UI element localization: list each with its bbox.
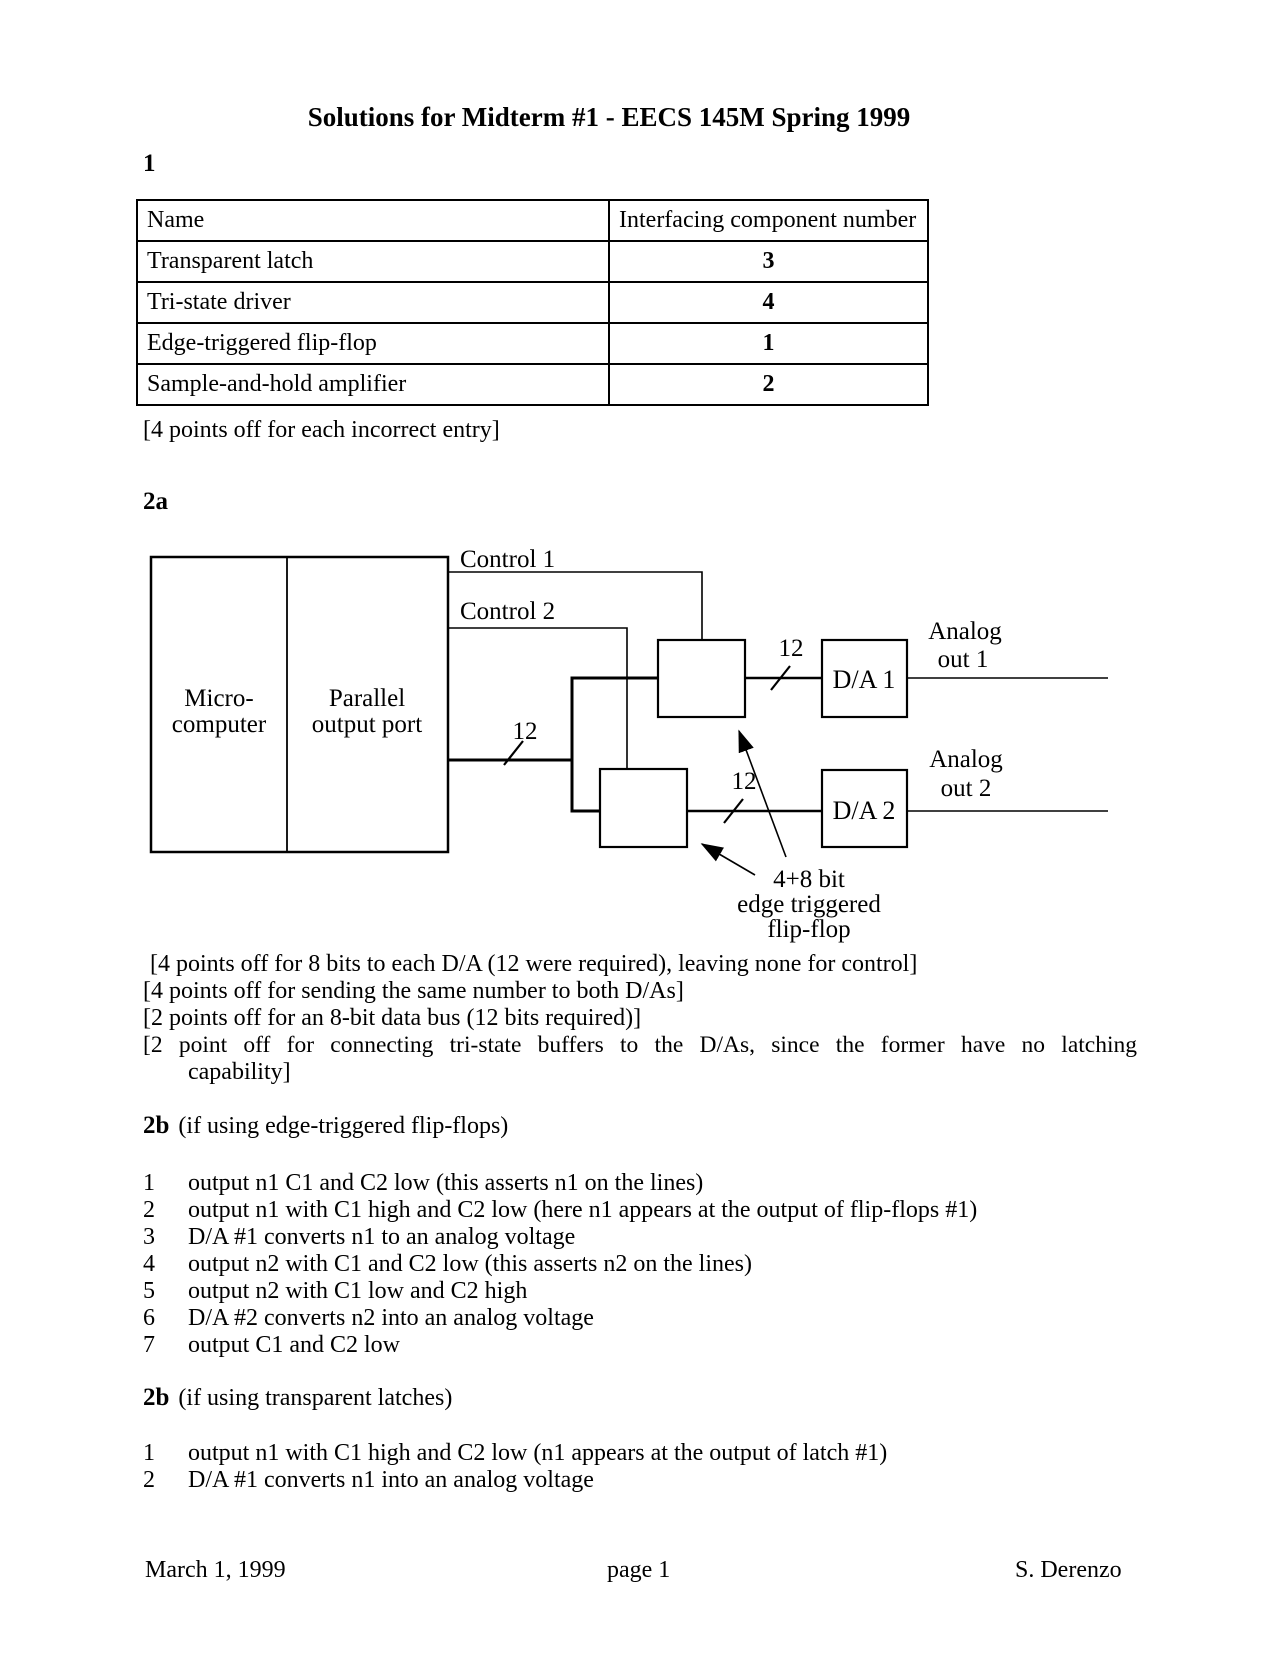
da1-label: D/A 1	[833, 665, 896, 694]
footer-author: S. Derenzo	[1015, 1557, 1122, 1583]
bus-slash-da2	[723, 798, 744, 824]
da2-box	[820, 768, 909, 849]
bus-branch-wire	[570, 676, 658, 813]
control1-label: Control 1	[460, 546, 555, 573]
footer-date: March 1, 1999	[145, 1557, 286, 1583]
table-header-name: Name	[136, 199, 610, 242]
da2-label: D/A 2	[833, 796, 896, 825]
parallel-port-label-line2: output port	[312, 711, 422, 738]
item-number: 1	[143, 1440, 155, 1466]
component-name: Edge-triggered flip-flop	[136, 322, 610, 365]
section-2b-label: 2b	[143, 1384, 170, 1411]
item-number: 7	[143, 1332, 155, 1358]
grading-note: [4 points off for sending the same numbe…	[143, 978, 684, 1004]
ff-annotation-line1: 4+8 bit	[773, 866, 845, 893]
list-item: 7 output C1 and C2 low	[143, 1332, 400, 1359]
item-number: 5	[143, 1278, 155, 1304]
control2-label: Control 2	[460, 598, 555, 625]
item-text: D/A #1 converts n1 to an analog voltage	[188, 1224, 576, 1250]
grading-note: [2 point off for connecting tri-state bu…	[143, 1032, 1137, 1058]
item-number: 3	[143, 1224, 155, 1250]
section-2b-label: 2b	[143, 1112, 170, 1139]
item-number: 2	[143, 1197, 155, 1223]
table-row: Edge-triggered flip-flop 1	[136, 322, 929, 365]
bus-slash-port	[503, 740, 524, 766]
item-text: D/A #2 converts n2 into an analog voltag…	[188, 1305, 594, 1331]
grading-note: [4 points off for 8 bits to each D/A (12…	[150, 951, 918, 977]
microcomputer-label-line1: Micro-	[184, 685, 253, 712]
section-2b-latches-heading: 2b (if using transparent latches)	[143, 1384, 452, 1412]
item-text: output n2 with C1 and C2 low (this asser…	[188, 1251, 752, 1277]
item-text: output C1 and C2 low	[188, 1332, 401, 1358]
section-2b-flipflops-heading: 2b (if using edge-triggered flip-flops)	[143, 1112, 508, 1140]
list-item: 2 D/A #1 converts n1 into an analog volta…	[143, 1467, 594, 1494]
list-item: 2 output n1 with C1 high and C2 low (here…	[143, 1197, 977, 1224]
flipflop1-box	[656, 638, 747, 719]
table-header-number: Interfacing component number	[608, 199, 929, 242]
page-title: Solutions for Midterm #1 - EECS 145M Spr…	[307, 102, 911, 132]
ff2-pointer-arrow	[700, 843, 756, 876]
list-item: 4 output n2 with C1 and C2 low (this asse…	[143, 1251, 752, 1278]
section-1-note: [4 points off for each incorrect entry]	[143, 417, 500, 443]
section-1-heading: 1	[143, 150, 156, 177]
list-item: 6 D/A #2 converts n2 into an analog volta…	[143, 1305, 594, 1332]
component-table: Name Interfacing component number Transp…	[136, 199, 929, 406]
bus-slash-da1	[770, 665, 791, 691]
control2-wire	[448, 627, 628, 769]
item-number: 4	[143, 1251, 155, 1277]
item-text: output n1 C1 and C2 low (this asserts n1…	[188, 1170, 704, 1196]
analog-out1-label-line2: out 1	[938, 646, 989, 673]
section-2a-heading: 2a	[143, 488, 168, 515]
analog-out2-label-line2: out 2	[941, 775, 992, 802]
grading-note: [2 points off for an 8-bit data bus (12 …	[143, 1005, 642, 1031]
table-row: Transparent latch 3	[136, 240, 929, 283]
bus-width-label-da2: 12	[732, 768, 757, 795]
component-name: Tri-state driver	[136, 281, 610, 324]
component-name: Transparent latch	[136, 240, 610, 283]
footer-page-number: page 1	[607, 1557, 671, 1583]
table-header-row: Name Interfacing component number	[136, 199, 929, 242]
microcomputer-label-line2: computer	[172, 711, 267, 738]
parallel-port-label-line1: Parallel	[329, 685, 405, 712]
component-number: 4	[608, 281, 929, 324]
list-item: 1 output n1 with C1 high and C2 low (n1 a…	[143, 1440, 887, 1467]
section-2b-subtitle: (if using transparent latches)	[178, 1385, 453, 1411]
analog-out1-label-line1: Analog	[928, 618, 1002, 645]
circuit-diagram: Micro- computer Parallel output port Con…	[149, 546, 1108, 943]
list-item: 1 output n1 C1 and C2 low (this asserts n…	[143, 1170, 703, 1197]
item-number: 1	[143, 1170, 155, 1196]
component-name: Sample-and-hold amplifier	[136, 363, 610, 406]
component-number: 1	[608, 322, 929, 365]
grading-note: capability]	[188, 1059, 291, 1085]
ff-annotation-line3: flip-flop	[767, 916, 850, 943]
item-text: D/A #1 converts n1 into an analog voltag…	[188, 1467, 594, 1493]
section-2b-subtitle: (if using edge-triggered flip-flops)	[178, 1113, 509, 1139]
table-row: Tri-state driver 4	[136, 281, 929, 324]
item-number: 2	[143, 1467, 155, 1493]
component-number: 3	[608, 240, 929, 283]
control1-wire	[448, 571, 703, 640]
item-text: output n2 with C1 low and C2 high	[188, 1278, 528, 1304]
component-number: 2	[608, 363, 929, 406]
item-text: output n1 with C1 high and C2 low (here …	[188, 1197, 978, 1223]
ff1-pointer-arrow	[738, 729, 787, 858]
microcomputer-box	[149, 555, 450, 854]
analog-out2-label-line1: Analog	[929, 746, 1003, 773]
item-text: output n1 with C1 high and C2 low (n1 ap…	[188, 1440, 888, 1466]
ff-annotation-line2: edge triggered	[737, 891, 881, 918]
list-item: 5 output n2 with C1 low and C2 high	[143, 1278, 527, 1305]
flipflop2-box	[598, 767, 689, 849]
item-number: 6	[143, 1305, 155, 1331]
bus-width-label-port: 12	[513, 718, 538, 745]
list-item: 3 D/A #1 converts n1 to an analog voltage	[143, 1224, 575, 1251]
bus-width-label-da1: 12	[779, 635, 804, 662]
table-row: Sample-and-hold amplifier 2	[136, 363, 929, 406]
